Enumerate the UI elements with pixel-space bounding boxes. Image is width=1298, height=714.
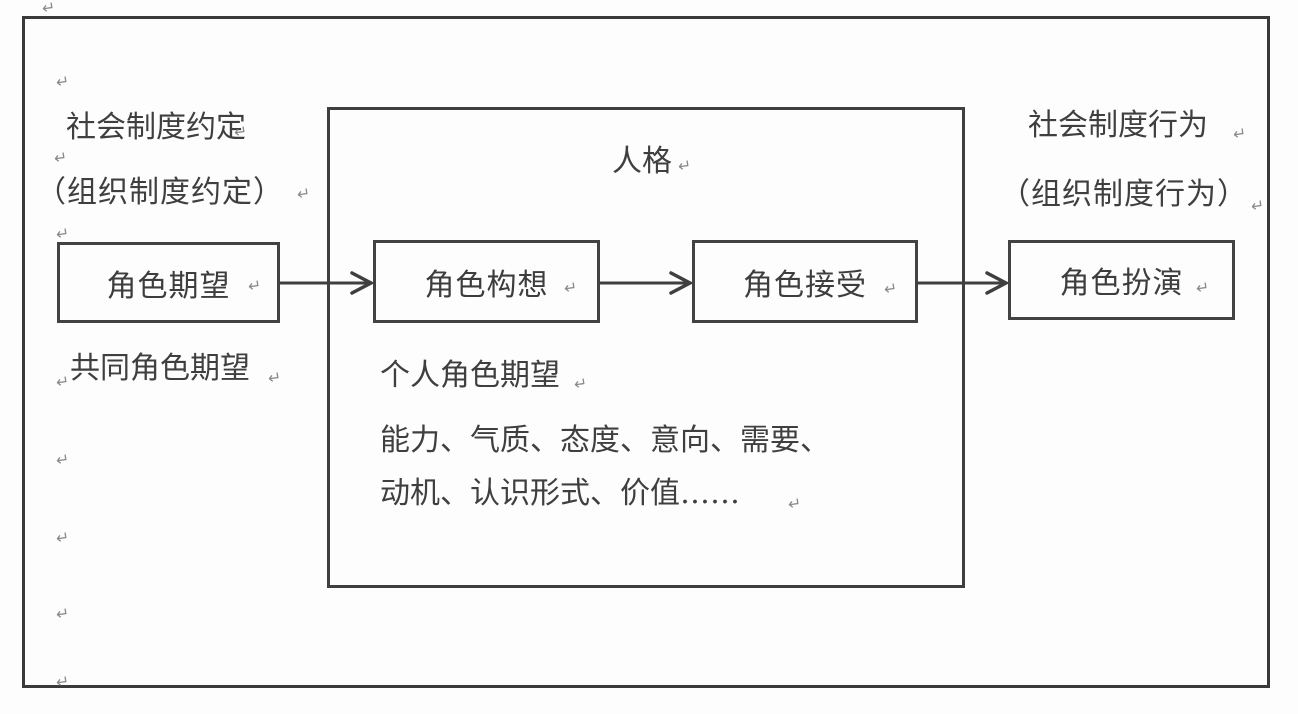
label-social-behavior: 社会制度行为 <box>1028 108 1208 143</box>
flow-arrow-1-icon <box>280 270 374 296</box>
flow-arrow-3-icon <box>918 270 1009 296</box>
label-social-agreement: 社会制度约定 <box>66 110 246 145</box>
label-common-role-expectation: 共同角色期望 <box>70 351 250 386</box>
box-role-playing-label: 角色扮演 <box>1059 266 1184 301</box>
flow-arrow-2-icon <box>600 270 693 296</box>
box-role-conception-label: 角色构想 <box>424 267 549 303</box>
label-traits-line1: 能力、气质、态度、意向、需要、 <box>380 423 830 458</box>
box-role-conception: 角色构想 <box>373 240 600 323</box>
box-role-expectation-label: 角色期望 <box>106 268 231 304</box>
personality-frame <box>327 107 965 588</box>
label-traits-line2: 动机、认识形式、价值…… <box>380 476 740 511</box>
outer-frame <box>22 16 1270 688</box>
label-personal-role-expectation: 个人角色期望 <box>380 358 560 393</box>
box-role-playing: 角色扮演 <box>1008 240 1235 320</box>
box-role-expectation: 角色期望 <box>57 242 280 323</box>
box-role-acceptance: 角色接受 <box>692 240 918 323</box>
label-personality-title: 人格 <box>612 144 672 179</box>
label-org-agreement: （组织制度约定） <box>36 175 284 210</box>
box-role-acceptance-label: 角色接受 <box>743 267 867 303</box>
format-mark: ↵ <box>40 0 57 18</box>
label-org-behavior: （组织制度行为） <box>1000 177 1248 212</box>
